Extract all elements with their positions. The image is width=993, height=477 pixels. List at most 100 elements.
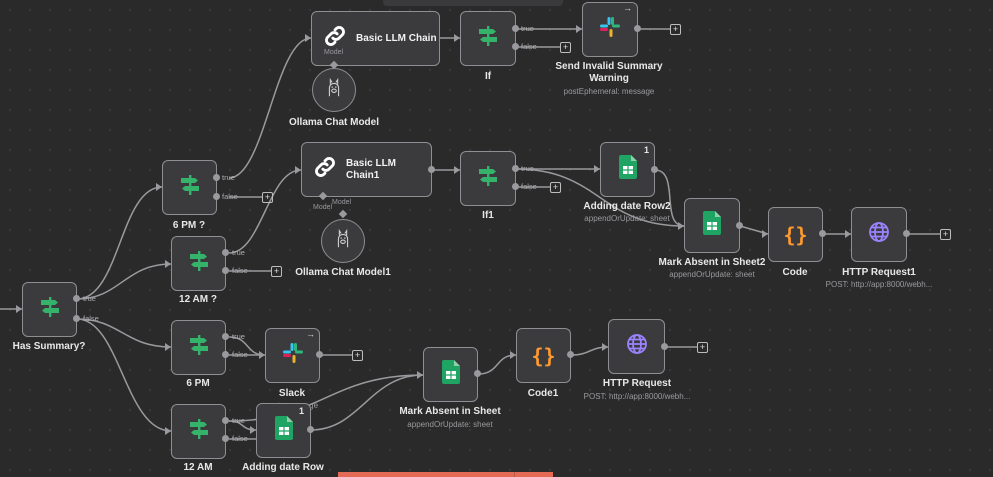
switch-icon [178, 173, 202, 202]
arrow-head [305, 34, 311, 42]
ollama-llama-icon [332, 228, 354, 255]
node-subtitle-send-invalid: postEphemeral: message [563, 87, 655, 96]
switch-icon [187, 333, 211, 362]
node-6pm-question[interactable] [162, 160, 217, 215]
add-node-button[interactable]: + [352, 350, 363, 361]
arrow-head [845, 230, 851, 238]
node-label-ollama-chat-model1: Ollama Chat Model1 [295, 267, 391, 278]
node-label-send-invalid-line2: Warning [589, 73, 629, 84]
output-port[interactable] [903, 230, 910, 237]
arrow-head [454, 166, 460, 174]
google-sheets-icon [618, 155, 637, 184]
output-port-true[interactable] [213, 174, 220, 181]
output-port[interactable] [474, 370, 481, 377]
google-sheets-icon [274, 416, 293, 445]
node-label-mark-absent-in-sheet2: Mark Absent in Sheet2 [658, 257, 766, 268]
node-title-line1: Basic LLM [346, 157, 397, 169]
output-port-false[interactable] [222, 267, 229, 274]
output-port[interactable] [819, 230, 826, 237]
add-node-button[interactable]: + [262, 192, 273, 203]
node-basic-llm-chain[interactable]: Basic LLM Chain [311, 11, 440, 66]
add-node-button[interactable]: + [550, 182, 561, 193]
port-label-false: false [232, 266, 248, 275]
output-port-false[interactable] [222, 351, 229, 358]
node-12am-question[interactable] [171, 236, 226, 291]
node-slack[interactable] [265, 328, 320, 383]
node-subtitle-http-request: POST: http://app:8000/webh... [583, 392, 691, 401]
node-http-request1[interactable] [851, 207, 907, 262]
output-port-true[interactable] [73, 295, 80, 302]
node-has-summary[interactable] [22, 282, 77, 337]
arrow-head [295, 166, 301, 174]
google-sheets-icon [703, 211, 721, 240]
node-label-code: Code [782, 267, 808, 278]
output-port-true[interactable] [512, 165, 519, 172]
node-title: Basic LLM Chain [356, 32, 437, 44]
node-label-has-summary: Has Summary? [12, 341, 86, 352]
output-port-false[interactable] [213, 193, 220, 200]
open-arrow-icon: → [306, 329, 315, 339]
node-label-12am-question: 12 AM ? [179, 294, 217, 305]
arrow-head [165, 343, 171, 351]
port-label-false: false [232, 350, 248, 359]
add-node-button[interactable]: + [560, 42, 571, 53]
output-port[interactable] [736, 222, 743, 229]
arrow-head [165, 260, 171, 268]
node-label-6pm: 6 PM [186, 378, 210, 389]
arrow-head [510, 351, 516, 359]
output-port[interactable] [307, 426, 314, 433]
output-port[interactable] [661, 343, 668, 350]
node-12am[interactable] [171, 404, 226, 459]
add-node-button[interactable]: + [670, 24, 681, 35]
wire-12am-q-true-to-llm-chain1 [228, 169, 302, 254]
node-if1[interactable] [460, 151, 516, 206]
node-6pm[interactable] [171, 320, 226, 375]
port-label-false: false [83, 314, 99, 323]
node-if[interactable] [460, 11, 516, 66]
node-ollama-chat-model[interactable] [312, 68, 356, 112]
output-port[interactable] [428, 166, 435, 173]
output-port-true[interactable] [222, 333, 229, 340]
switch-icon [476, 164, 500, 193]
output-port-true[interactable] [222, 249, 229, 256]
arrow-head [165, 427, 171, 435]
output-port-true[interactable] [222, 417, 229, 424]
output-port-false[interactable] [512, 43, 519, 50]
node-send-invalid-summary-warning[interactable] [582, 2, 638, 57]
node-mark-absent-in-sheet2[interactable] [684, 198, 740, 253]
output-port[interactable] [567, 351, 574, 358]
output-port[interactable] [634, 25, 641, 32]
wire-has-summary-true-to-12am-q [76, 263, 172, 300]
output-port-false[interactable] [512, 183, 519, 190]
slack-icon [598, 15, 622, 44]
add-node-button[interactable]: + [940, 229, 951, 240]
output-port[interactable] [651, 166, 658, 173]
node-subtitle-adding-date-row2: appendOrUpdate: sheet [584, 214, 670, 223]
node-label-if: If [484, 71, 492, 82]
node-ollama-chat-model1[interactable] [321, 219, 365, 263]
node-basic-llm-chain1[interactable]: Basic LLM Chain1 [301, 142, 432, 197]
node-code1[interactable]: {} [516, 328, 571, 383]
port-label-true: true [232, 332, 245, 341]
output-port-true[interactable] [512, 25, 519, 32]
output-port-false[interactable] [222, 435, 229, 442]
wire-adding-date-row2-to-mark-absent2 [654, 169, 685, 227]
add-node-button[interactable]: + [697, 342, 708, 353]
run-count-badge: 1 [644, 145, 650, 155]
arrow-head [576, 25, 582, 33]
bottom-panel-divider [514, 472, 515, 477]
node-adding-date-row[interactable] [256, 403, 311, 458]
node-title: Basic LLM Chain1 [346, 158, 396, 182]
node-mark-absent-in-sheet[interactable] [423, 347, 478, 402]
node-http-request[interactable] [608, 319, 665, 374]
add-node-button[interactable]: + [271, 266, 282, 277]
arrow-head [762, 230, 768, 238]
port-label-true: true [521, 24, 534, 33]
node-label-send-invalid-line1: Send Invalid Summary [555, 61, 663, 72]
port-label-false: false [232, 434, 248, 443]
node-adding-date-row2[interactable] [600, 142, 655, 197]
bottom-panel-toggle[interactable] [338, 472, 553, 477]
output-port[interactable] [316, 351, 323, 358]
output-port-false[interactable] [73, 315, 80, 322]
node-code[interactable]: {} [768, 207, 823, 262]
